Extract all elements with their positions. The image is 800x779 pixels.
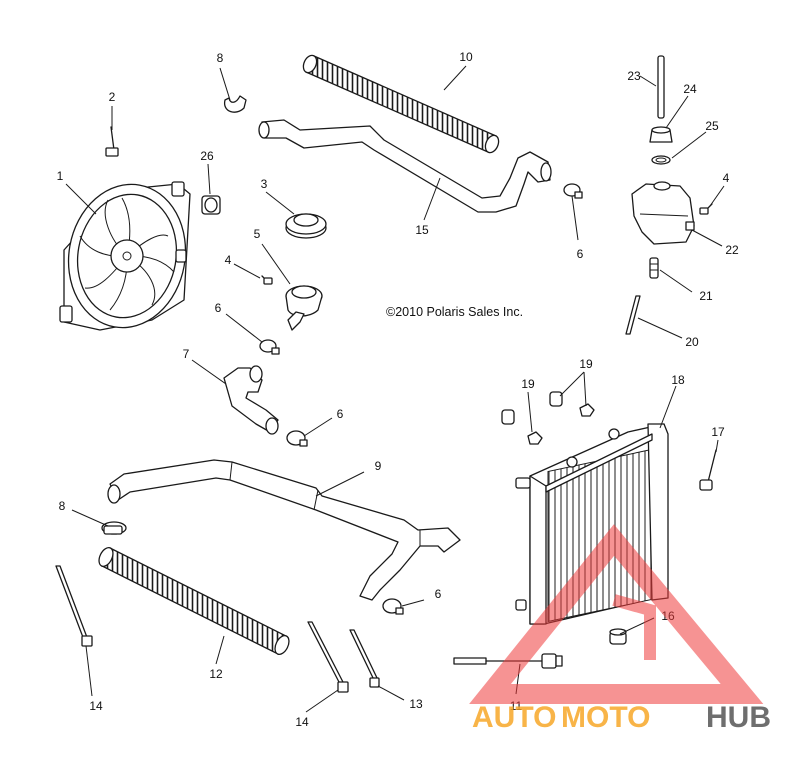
- tube-23: [657, 55, 665, 119]
- callout-6-b: 6: [337, 407, 344, 421]
- callout-9: 9: [375, 459, 382, 473]
- callout-24: 24: [683, 82, 697, 96]
- elbow-hose-7: [223, 365, 279, 435]
- callout-14-center: 14: [295, 715, 309, 729]
- callout-7: 7: [183, 347, 190, 361]
- bolt-17: [699, 449, 717, 491]
- watermark-triangle-logo: [469, 524, 764, 704]
- sleeve-10-upper: [302, 54, 500, 154]
- clamp-6-c: [382, 598, 404, 615]
- radiator-cap-3: [285, 213, 327, 239]
- reservoir-22: [631, 181, 695, 245]
- callout-13: 13: [409, 697, 423, 711]
- tie-strap-13: [349, 629, 380, 688]
- clamp-8-lower: [101, 521, 127, 535]
- callout-15: 15: [415, 223, 429, 237]
- callout-3: 3: [261, 177, 268, 191]
- cap-24: [649, 126, 673, 143]
- leader-lines: [65, 65, 725, 713]
- callout-6-d: 6: [435, 587, 442, 601]
- callout-8-lower: 8: [59, 499, 66, 513]
- tube-20: [625, 295, 641, 335]
- callout-5: 5: [254, 227, 261, 241]
- o-ring-25: [651, 155, 671, 165]
- sleeve-12-lower: [98, 546, 290, 656]
- callout-10: 10: [459, 50, 473, 64]
- watermark-text-hub: HUB: [706, 701, 771, 734]
- callout-labels: 1 2 3 4 4 5 6 6 6 6 7 8 8 9 10 11 12 13 …: [57, 50, 739, 729]
- fan-assembly: [59, 181, 191, 331]
- callout-20: 20: [685, 335, 699, 349]
- bolt-4-left: [261, 275, 273, 285]
- grommets-19: [501, 391, 595, 445]
- clamp-8-upper: [223, 95, 247, 113]
- callout-6-c: 6: [577, 247, 584, 261]
- callout-26: 26: [200, 149, 214, 163]
- callout-19-a: 19: [521, 377, 535, 391]
- callout-1: 1: [57, 169, 64, 183]
- tie-strap-14-left: [55, 565, 93, 647]
- radiator-18: [515, 423, 669, 625]
- callout-8-upper: 8: [217, 51, 224, 65]
- copyright-notice: ©2010 Polaris Sales Inc.: [386, 305, 523, 319]
- clamp-6-d: [563, 183, 583, 199]
- grommet-26: [201, 195, 221, 215]
- callout-19-b: 19: [579, 357, 593, 371]
- fitting-21: [649, 257, 659, 279]
- callout-17: 17: [711, 425, 725, 439]
- callout-6-a: 6: [215, 301, 222, 315]
- callout-2: 2: [109, 90, 116, 104]
- upper-hose-15: [258, 119, 552, 213]
- callout-12: 12: [209, 667, 223, 681]
- callout-25: 25: [705, 119, 719, 133]
- tie-strap-14-center: [307, 621, 349, 693]
- clamp-6-b: [286, 430, 308, 447]
- callout-14-left: 14: [89, 699, 103, 713]
- callout-23: 23: [627, 69, 641, 83]
- automotohub-watermark: AUTO MOTO HUB: [469, 524, 771, 734]
- drain-plug-16: [609, 628, 627, 645]
- watermark-text-auto: AUTO: [472, 701, 556, 734]
- callout-4-right: 4: [723, 171, 730, 185]
- bolt-2: [105, 126, 119, 157]
- callout-4-left: 4: [225, 253, 232, 267]
- watermark-text-moto: MOTO: [561, 701, 650, 734]
- lower-hose-9: [107, 459, 461, 601]
- filler-neck-5: [285, 285, 323, 331]
- callout-18: 18: [671, 373, 685, 387]
- clamp-6-a: [259, 339, 280, 355]
- callout-21: 21: [699, 289, 713, 303]
- callout-22: 22: [725, 243, 739, 257]
